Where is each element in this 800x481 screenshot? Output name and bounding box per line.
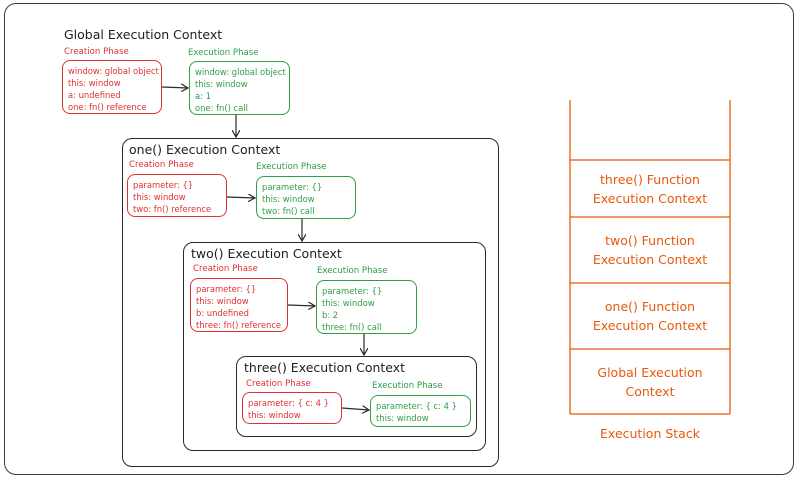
two-execution-line: parameter: {}	[322, 286, 383, 296]
stack-item-line: Execution Context	[592, 190, 708, 206]
two-creation-line: three: fn() reference	[196, 320, 282, 330]
three-execution-label: Execution Phase	[372, 381, 443, 391]
diagram-frame	[4, 3, 794, 475]
two-creation-line: b: undefined	[196, 308, 249, 318]
three-creation-line: parameter: { c: 4 }	[248, 398, 329, 408]
global-context-title: Global Execution Context	[64, 27, 223, 42]
stack-item-line: Execution Context	[592, 252, 708, 267]
stack-item-line: two() Function	[605, 233, 695, 248]
two-creation-label: Creation Phase	[193, 264, 258, 274]
one-execution-line: parameter: {}	[262, 182, 323, 192]
one-creation-line: parameter: {}	[133, 180, 194, 190]
three-creation-line: this: window	[248, 410, 301, 420]
two-execution-line: three: fn() call	[322, 322, 382, 332]
global-creation-label: Creation Phase	[64, 47, 129, 57]
one-creation-line: this: window	[133, 192, 186, 202]
two-execution-label: Execution Phase	[317, 266, 388, 276]
three-execution-line: parameter: { c: 4 }	[376, 401, 457, 411]
three-execution-line: this: window	[376, 413, 429, 423]
two-context-title: two() Execution Context	[191, 246, 342, 261]
global-creation-box: window: global object this: window a: un…	[62, 60, 162, 114]
stack-item-line: one() Function	[604, 299, 696, 314]
global-creation-line: window: global object	[68, 66, 159, 76]
three-creation-box: parameter: { c: 4 } this: window	[242, 392, 342, 424]
global-execution-line: a: 1	[195, 91, 211, 101]
one-execution-box: parameter: {} this: window two: fn() cal…	[256, 176, 356, 219]
global-execution-line: one: fn() call	[195, 103, 248, 113]
two-creation-line: this: window	[196, 296, 249, 306]
global-creation-line: a: undefined	[68, 90, 121, 100]
one-context-container	[122, 138, 499, 467]
stack-item-line: Execution Context	[592, 318, 708, 333]
one-execution-line: this: window	[262, 194, 315, 204]
one-creation-label: Creation Phase	[129, 160, 194, 170]
two-creation-box: parameter: {} this: window b: undefined …	[190, 278, 288, 332]
three-execution-box: parameter: { c: 4 } this: window	[370, 395, 471, 427]
global-execution-label: Execution Phase	[188, 48, 259, 58]
three-context-title: three() Execution Context	[244, 360, 406, 375]
execution-stack-label: Execution Stack	[600, 426, 700, 441]
two-execution-line: b: 2	[322, 310, 339, 320]
stack-item-line: Context	[625, 383, 675, 399]
one-execution-line: two: fn() call	[262, 206, 315, 216]
two-execution-line: this: window	[322, 298, 375, 308]
global-execution-line: this: window	[195, 79, 248, 89]
one-creation-line: two: fn() reference	[133, 204, 212, 214]
global-creation-line: this: window	[68, 78, 121, 88]
one-execution-label: Execution Phase	[256, 162, 327, 172]
two-creation-line: parameter: {}	[196, 284, 257, 294]
three-context-container	[236, 356, 477, 437]
global-execution-line: window: global object	[195, 67, 286, 77]
two-context-container	[183, 242, 486, 451]
one-context-title: one() Execution Context	[129, 142, 281, 157]
stack-item-line: Global Execution	[597, 364, 703, 380]
three-creation-label: Creation Phase	[246, 379, 311, 389]
stack-item-line: three() Function	[600, 171, 700, 187]
two-execution-box: parameter: {} this: window b: 2 three: f…	[316, 280, 417, 334]
global-execution-box: window: global object this: window a: 1 …	[189, 61, 290, 115]
one-creation-box: parameter: {} this: window two: fn() ref…	[127, 174, 227, 217]
global-creation-line: one: fn() reference	[68, 102, 147, 112]
